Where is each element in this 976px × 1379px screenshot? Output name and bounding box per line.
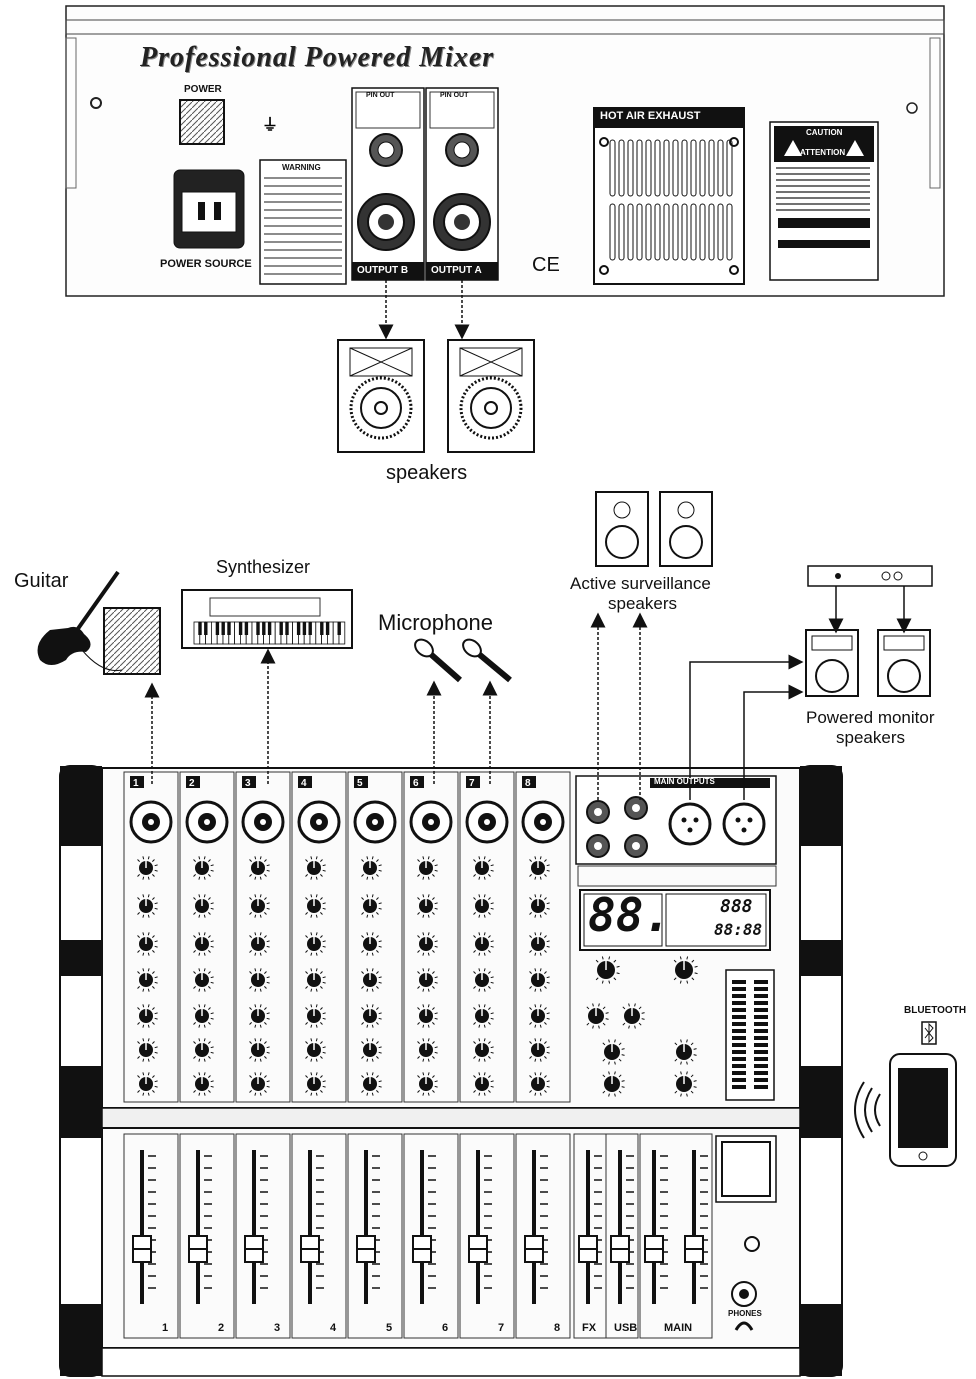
warning-title: WARNING bbox=[282, 163, 321, 172]
pin-out-a-label: PIN OUT bbox=[440, 92, 468, 99]
power-label: POWER bbox=[184, 84, 222, 95]
power-amp-icon bbox=[808, 566, 932, 586]
caution-text: CAUTION bbox=[806, 128, 842, 137]
pin-out-b-label: PIN OUT bbox=[366, 92, 394, 99]
channel-number: 6 bbox=[413, 778, 419, 789]
fader-label: 7 bbox=[498, 1322, 504, 1334]
fader-label: FX bbox=[582, 1322, 596, 1334]
microphone-icon bbox=[412, 636, 510, 680]
warning-box bbox=[260, 160, 346, 284]
active-speakers-label-1: Active surveillance bbox=[570, 574, 711, 594]
hot-air-exhaust-label: HOT AIR EXHAUST bbox=[600, 110, 700, 122]
channel-number: 7 bbox=[469, 778, 475, 789]
fader-label: 5 bbox=[386, 1322, 392, 1334]
fader-label: 4 bbox=[330, 1322, 336, 1334]
xlr-main-out-right bbox=[724, 804, 764, 844]
channel-number: 5 bbox=[357, 778, 363, 789]
fader-label: MAIN bbox=[664, 1322, 692, 1334]
speaker-b-icon bbox=[338, 340, 424, 452]
main-outputs-label: MAIN OUTPUTS bbox=[654, 777, 715, 786]
phones-label: PHONES bbox=[728, 1309, 762, 1318]
active-speakers-label-2: speakers bbox=[608, 594, 677, 614]
hot-air-exhaust-vent bbox=[594, 108, 744, 284]
synthesizer-label: Synthesizer bbox=[216, 557, 310, 578]
microphone-label: Microphone bbox=[378, 610, 493, 636]
output-b-label: OUTPUT B bbox=[357, 265, 408, 276]
fader-label: 2 bbox=[218, 1322, 224, 1334]
ground-icon: ⏚ bbox=[262, 115, 278, 134]
level-meter bbox=[726, 970, 774, 1100]
power-socket-icon bbox=[174, 170, 244, 248]
fader-label: 8 bbox=[554, 1322, 560, 1334]
powered-monitor-icon bbox=[806, 630, 930, 696]
channel-number: 3 bbox=[245, 778, 251, 789]
powered-monitor-label-1: Powered monitor bbox=[806, 708, 935, 728]
smartphone-icon bbox=[855, 1054, 956, 1166]
fader-label: 6 bbox=[442, 1322, 448, 1334]
display-big-digits: 88. bbox=[588, 888, 671, 942]
xlr-main-out-left bbox=[670, 804, 710, 844]
fader-label: USB bbox=[614, 1322, 637, 1334]
output-b-jacks bbox=[352, 88, 424, 280]
speakers-label: speakers bbox=[386, 462, 467, 485]
active-speakers-icon bbox=[596, 492, 712, 566]
mixer-console: 1 2 3 4 5 6 7 8 bbox=[60, 766, 842, 1376]
speaker-a-icon bbox=[448, 340, 534, 452]
channel-number: 8 bbox=[525, 778, 531, 789]
output-a-jacks bbox=[426, 88, 498, 280]
caution-label bbox=[770, 122, 878, 280]
power-source-label: POWER SOURCE bbox=[160, 258, 252, 270]
attention-text: ATTENTION bbox=[800, 148, 845, 157]
output-a-label: OUTPUT A bbox=[431, 265, 482, 276]
fader-label: 3 bbox=[274, 1322, 280, 1334]
synthesizer-icon bbox=[182, 590, 352, 648]
bluetooth-icon bbox=[922, 1022, 936, 1044]
rear-panel-title: Professional Powered Mixer bbox=[140, 42, 494, 74]
guitar-label: Guitar bbox=[14, 570, 68, 593]
channel-number: 2 bbox=[189, 778, 195, 789]
ce-mark: CE bbox=[532, 254, 560, 277]
bluetooth-label: BLUETOOTH bbox=[904, 1005, 966, 1016]
power-switch[interactable] bbox=[180, 100, 224, 144]
display-small-2: 88:88 bbox=[714, 920, 762, 939]
fader-label: 1 bbox=[162, 1322, 168, 1334]
powered-monitor-label-2: speakers bbox=[836, 728, 905, 748]
display-small-1: 888 bbox=[720, 896, 753, 917]
channel-number: 4 bbox=[301, 778, 307, 789]
channel-number: 1 bbox=[133, 778, 139, 789]
